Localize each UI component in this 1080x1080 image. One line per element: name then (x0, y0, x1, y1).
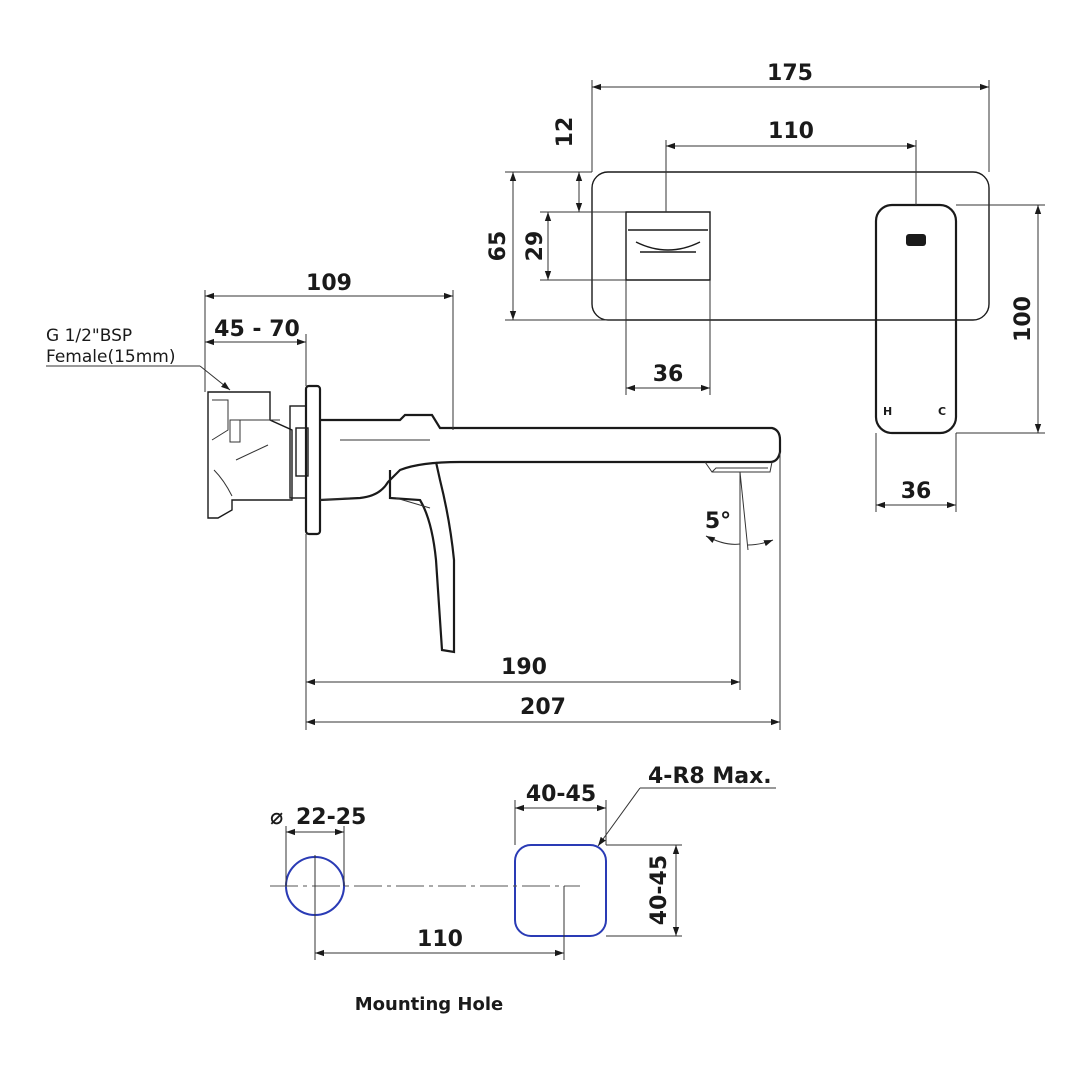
dim-width-total: 175 (767, 61, 813, 86)
dim-handle-width: 36 (901, 479, 932, 504)
dim-reach-outlet: 190 (501, 655, 547, 680)
cold-label: C (938, 405, 946, 418)
spout-outlet (625, 211, 711, 281)
dim-corner-radius: 4-R8 Max. (648, 764, 772, 789)
rough-in-body (207, 391, 293, 519)
side-view: 109 45 - 70 G 1/2"BSP Female(15mm) 190 2… (46, 271, 782, 730)
dim-spout-height: 29 (523, 231, 548, 262)
dim-spout-to-handle: 110 (768, 119, 814, 144)
diameter-symbol: ⌀ (270, 805, 283, 830)
mounting-hole-view: ⌀ 22-25 40-45 40-45 4-R8 Max. 110 Mounti… (270, 764, 776, 1015)
mounting-square-cutout (514, 844, 607, 937)
dim-reach-total: 207 (520, 695, 566, 720)
dim-wall-range: 45 - 70 (214, 317, 300, 342)
dim-handle-height: 100 (1011, 296, 1036, 342)
hot-label: H (883, 405, 892, 418)
dim-cutout-width: 40-45 (526, 782, 596, 807)
spout-body (319, 413, 782, 502)
front-view: H C 175 110 65 12 29 36 100 36 (486, 61, 1045, 512)
dim-centre-distance: 110 (417, 927, 463, 952)
dim-cutout-height: 40-45 (647, 855, 672, 925)
dim-top-offset: 12 (553, 117, 578, 148)
dim-hole-diameter: 22-25 (296, 805, 366, 830)
dim-depth: 109 (306, 271, 352, 296)
side-lever (388, 461, 456, 654)
thread-spec-line1: G 1/2"BSP (46, 326, 132, 346)
handle-logo (906, 234, 926, 246)
dim-spout-width: 36 (653, 362, 684, 387)
thread-spec-line2: Female(15mm) (46, 347, 175, 367)
dim-angle: 5° (705, 509, 731, 534)
dim-plate-height: 65 (486, 231, 511, 262)
wall-plate-outline (591, 171, 990, 321)
mounting-caption: Mounting Hole (355, 994, 503, 1015)
